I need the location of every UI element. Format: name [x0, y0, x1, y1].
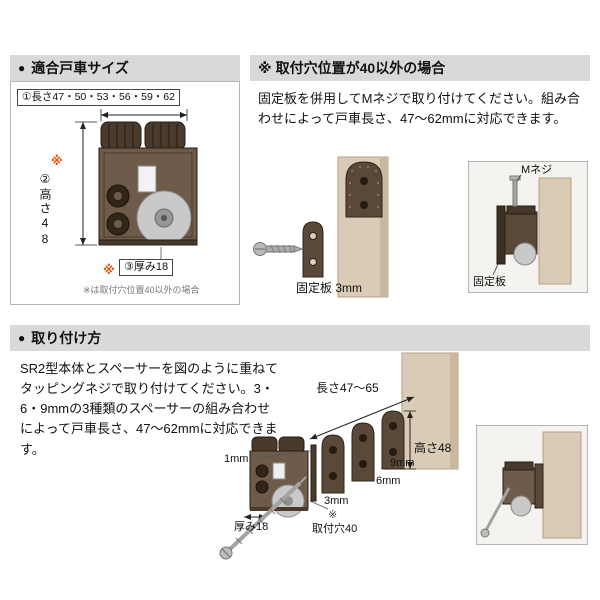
- reference-mark-icon: ※: [103, 263, 115, 277]
- spacer-9mm-label: 9mm: [390, 457, 415, 469]
- spacer-1mm-label: 1mm: [224, 453, 249, 465]
- panel-size-header: ● 適合戸車サイズ: [10, 55, 240, 81]
- height-label: 高さ48: [414, 441, 452, 455]
- spacer-6mm-label: 6mm: [376, 475, 401, 487]
- mounting-hole-label: 取付穴40: [312, 523, 358, 535]
- height-dimension-label: ②高さ48: [38, 172, 52, 248]
- panel-size-body: ①長さ47・50・53・56・59・62 ※ ②高さ48 ※ ③厚み18 ※は取…: [10, 81, 240, 305]
- roller-size-illustration: [75, 109, 198, 259]
- panel-size: ● 適合戸車サイズ: [10, 55, 240, 305]
- assembled-view-illustration: [480, 431, 582, 539]
- reference-mark-icon: ※: [51, 154, 63, 168]
- panel-hole-header: ※ 取付穴位置が40以外の場合: [250, 55, 590, 81]
- installed-view-inset: Mネジ 固定板: [468, 161, 588, 293]
- hole-instructions: 固定板を併用してMネジで取り付けてください。組み合わせによって戸車長さ、47〜6…: [258, 91, 581, 127]
- panel-size-title: 適合戸車サイズ: [31, 60, 129, 76]
- panel-install: ● 取り付け方 SR2型本体とスペーサーを図のように重ねてタッピングネジで取り付…: [10, 325, 590, 580]
- length-dimension-label: ①長さ47・50・53・56・59・62: [17, 89, 180, 106]
- fixing-plate-label: 固定板 3mm: [296, 281, 363, 295]
- footnote: ※は取付穴位置40以外の場合: [83, 285, 200, 295]
- m-screw-label: Mネジ: [521, 164, 553, 176]
- thickness-label: 厚み18: [234, 521, 269, 533]
- thickness-dimension-label: ③厚み18: [119, 259, 174, 277]
- panel-hole-body: 固定板を併用してMネジで取り付けてください。組み合わせによって戸車長さ、47〜6…: [250, 81, 590, 305]
- panel-install-title: 取り付け方: [31, 330, 102, 346]
- spacer-3mm-label: 3mm: [324, 495, 349, 507]
- panel-hole: ※ 取付穴位置が40以外の場合 固定板を併用してMネジで取り付けてください。組み…: [250, 55, 590, 305]
- installed-view-illustration: [492, 174, 572, 285]
- fixing-plate-inset-label: 固定板: [473, 276, 506, 288]
- panel-hole-title: 取付穴位置が40以外の場合: [275, 60, 446, 76]
- assembled-view-inset: [476, 425, 588, 545]
- reference-mark-icon: ※: [258, 60, 272, 76]
- install-instructions: SR2型本体とスペーサーを図のように重ねてタッピングネジで取り付けてください。3…: [20, 361, 279, 457]
- length-range-label: 長さ47〜65: [316, 381, 379, 395]
- reference-mark-icon: ※: [328, 509, 338, 521]
- panel-install-header: ● 取り付け方: [10, 325, 590, 351]
- panel-install-body: SR2型本体とスペーサーを図のように重ねてタッピングネジで取り付けてください。3…: [10, 351, 590, 580]
- section-bullet-icon: ●: [18, 61, 26, 75]
- section-bullet-icon: ●: [18, 331, 26, 345]
